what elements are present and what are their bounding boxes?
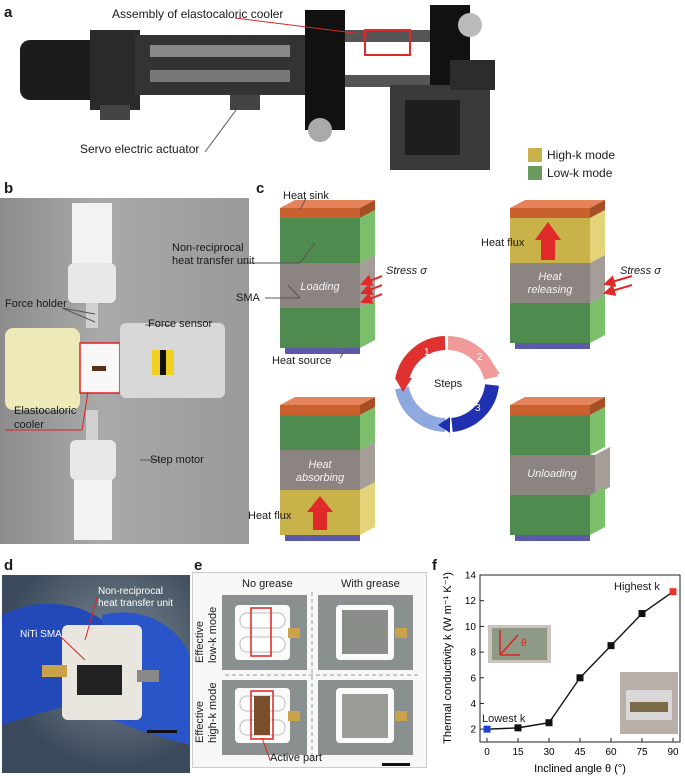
step-number-2: 2 <box>477 352 483 363</box>
y-axis-label: Thermal conductivity k (W m⁻¹ K⁻¹) <box>442 572 454 744</box>
inset-theta-image <box>488 625 551 663</box>
y-tick-label: 14 <box>465 571 477 582</box>
x-tick-label: 0 <box>484 747 490 758</box>
highest-k-label: Highest k <box>614 581 660 593</box>
legend-high-label: High-k mode <box>547 148 616 162</box>
steps-title: Steps <box>434 378 463 390</box>
force-holder-label: Force holder <box>5 298 67 310</box>
panel-label-c: c <box>256 180 265 197</box>
step-motor-label: Step motor <box>150 454 204 466</box>
y-tick-label: 4 <box>470 699 476 710</box>
legend-swatch-low <box>528 166 542 180</box>
panel-label-e: e <box>194 557 203 574</box>
state-unloading: Unloading <box>527 468 577 480</box>
heat-flux-top-label: Heat flux <box>481 237 525 249</box>
col-header-with-grease: With grease <box>341 578 400 590</box>
cooler-render <box>0 198 249 544</box>
heat-source-label: Heat source <box>272 355 332 367</box>
x-tick-label: 60 <box>605 747 617 758</box>
data-point <box>514 724 522 732</box>
step-number-1: 1 <box>424 347 430 358</box>
data-point <box>669 588 677 596</box>
state-heat-releasing: Heat releasing <box>527 271 573 296</box>
data-point <box>483 725 491 733</box>
stress-label-2: Stress σ <box>620 265 661 277</box>
col-header-no-grease: No grease <box>242 578 293 590</box>
x-tick-label: 90 <box>667 747 679 758</box>
panel-label-f: f <box>432 557 437 574</box>
step-number-4: 4 <box>423 404 429 415</box>
heat-flux-bottom-label: Heat flux <box>248 510 292 522</box>
sma-label: SMA <box>236 292 260 304</box>
x-axis-label: Inclined angle θ (°) <box>534 763 626 775</box>
active-part-label: Active part <box>270 752 322 764</box>
y-tick-label: 8 <box>470 648 476 659</box>
stress-label-1: Stress σ <box>386 265 427 277</box>
niti-label: NiTi SMA <box>20 629 62 640</box>
device-photo <box>2 575 190 773</box>
y-tick-label: 12 <box>465 596 477 607</box>
block-unloading <box>510 397 610 541</box>
steps-cycle <box>395 336 500 433</box>
force-sensor-label: Force sensor <box>148 318 213 330</box>
x-tick-label: 75 <box>636 747 648 758</box>
data-point <box>545 719 553 727</box>
actuator-photo <box>20 0 520 175</box>
data-point <box>576 674 584 682</box>
x-tick-label: 30 <box>543 747 555 758</box>
panel-label-b: b <box>4 180 14 197</box>
data-point <box>607 642 615 650</box>
step-number-3: 3 <box>475 403 481 414</box>
lowest-k-label: Lowest k <box>482 713 526 725</box>
heat-sink-label: Heat sink <box>283 190 329 202</box>
state-loading: Loading <box>300 281 340 293</box>
elastocaloric-cooler-label: Elastocaloric cooler <box>14 405 77 431</box>
theta-label: θ <box>521 638 527 649</box>
data-point <box>638 610 646 618</box>
legend-swatch-high <box>528 148 542 162</box>
inset-device-image <box>620 672 678 734</box>
panel-label-a: a <box>4 4 13 21</box>
servo-label: Servo electric actuator <box>80 142 200 156</box>
x-tick-label: 15 <box>512 747 524 758</box>
d-nonreciprocal-label: Non-reciprocal heat transfer unit <box>98 586 174 609</box>
state-heat-absorbing: Heat absorbing <box>295 459 345 484</box>
assembly-label: Assembly of elastocaloric cooler <box>112 7 284 21</box>
nonreciprocal-label: Non-reciprocal heat transfer unit <box>172 242 255 267</box>
y-tick-label: 2 <box>470 725 476 736</box>
legend-low-label: Low-k mode <box>547 166 613 180</box>
block-heat-absorbing <box>280 397 375 541</box>
y-tick-label: 10 <box>465 622 477 633</box>
x-tick-label: 45 <box>574 747 586 758</box>
panel-label-d: d <box>4 557 14 574</box>
y-tick-label: 6 <box>470 673 476 684</box>
block-heat-releasing <box>510 200 605 349</box>
